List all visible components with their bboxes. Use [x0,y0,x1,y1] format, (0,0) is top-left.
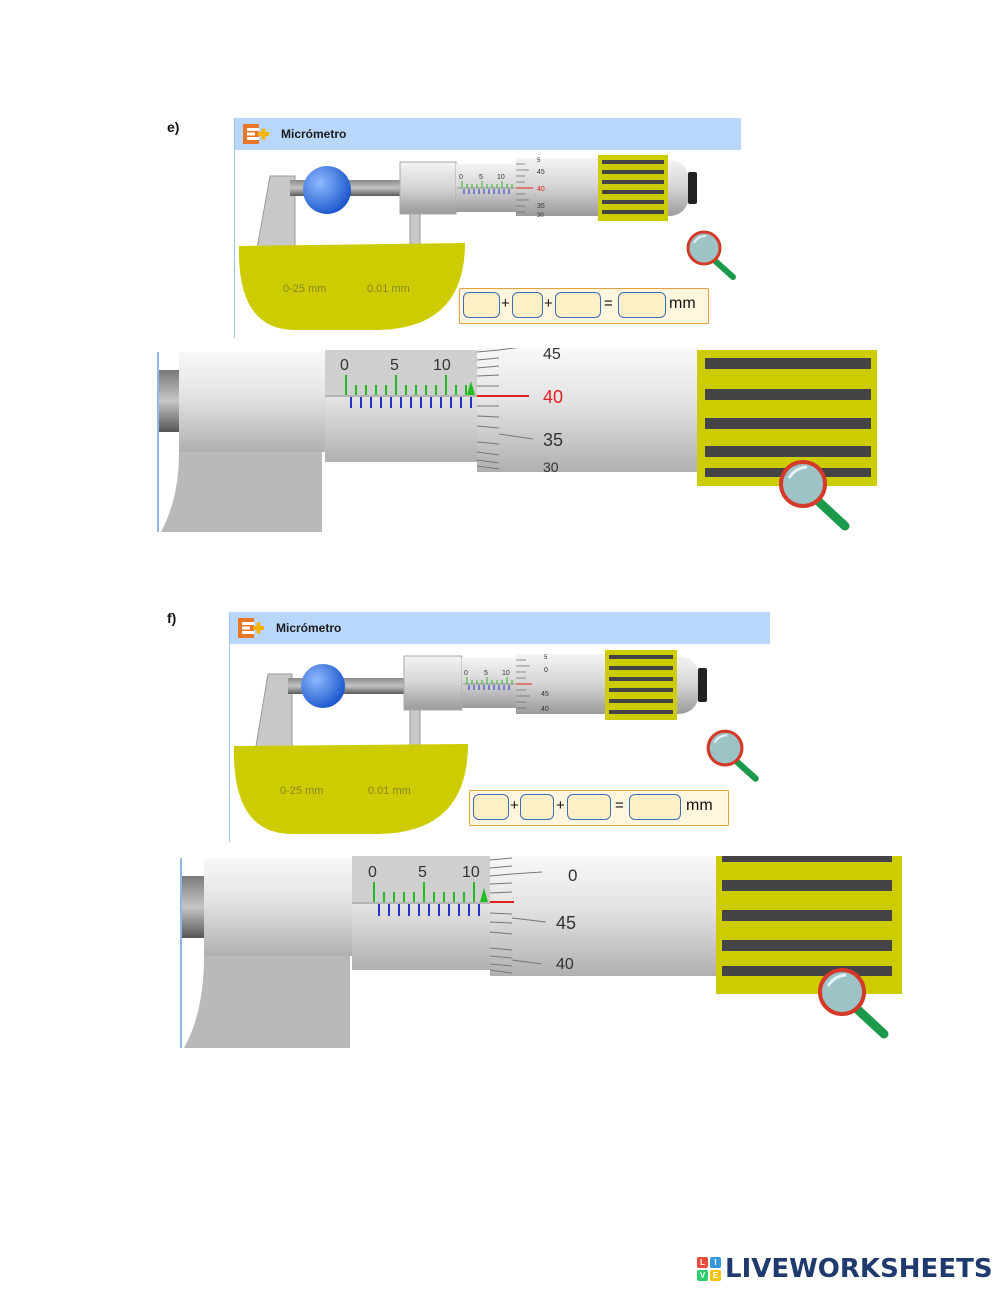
micrometer-panel-e: Micrómetro [234,118,741,338]
magnifier-icon[interactable] [816,966,892,1042]
plus-sign: + [510,797,519,814]
thimble-number: 0 [544,667,548,674]
app-logo-icon [238,618,264,638]
sleeve-number: 0 [459,174,463,181]
resolution-label: 0.01 mm [368,785,411,797]
panel-title-bar: Micrómetro [235,118,741,150]
zoomed-scale-f: 0 5 10 0 45 40 [180,856,902,1048]
logo-block: I [710,1257,721,1268]
thimble-number: 40 [537,186,545,193]
resolution-label: 0.01 mm [367,283,410,295]
sleeve-number: 0 [464,670,468,677]
answer-field-1[interactable] [463,292,500,318]
micrometer-illustration: 0 5 10 5 0 45 40 [233,650,707,834]
answer-field-1[interactable] [473,794,509,820]
answer-field-2[interactable] [512,292,543,318]
app-logo-icon [243,124,269,144]
thimble-number: 45 [556,913,576,933]
range-label: 0-25 mm [280,785,324,797]
panel-title: Micrómetro [281,127,347,141]
thimble-number: 45 [543,348,561,363]
brand-logo-blocks: L I V E [697,1257,721,1281]
equals-sign: = [604,295,613,312]
range-label: 0-25 mm [283,283,327,295]
logo-block: V [697,1270,708,1281]
unit-label: mm [686,797,713,814]
thimble-number: 5 [544,655,548,661]
sleeve-number: 5 [484,670,488,677]
panel-title-bar: Micrómetro [230,612,770,644]
plus-sign: + [544,295,553,312]
plus-sign: + [556,797,565,814]
thimble-number: 30 [543,459,559,475]
sleeve-number: 5 [390,357,399,374]
magnifier-icon[interactable] [705,728,763,786]
sleeve-number: 0 [368,864,377,881]
panel-title: Micrómetro [276,621,342,635]
sleeve-number: 5 [479,174,483,181]
thimble-number: 35 [537,203,545,210]
unit-label: mm [669,295,696,312]
micrometer-panel-f: Micrómetro [229,612,770,842]
logo-block: E [710,1270,721,1281]
zoomed-scale-e: 0 5 10 45 40 35 30 [157,348,877,532]
thimble-number: 45 [541,691,549,698]
answer-field-3[interactable] [567,794,611,820]
thimble-number: 5 [537,158,541,164]
sleeve-number: 10 [462,864,480,881]
thimble-number: 35 [543,430,563,450]
magnifier-icon[interactable] [777,458,853,534]
sleeve-number: 0 [340,357,349,374]
thimble-number: 45 [537,169,545,176]
magnifier-icon[interactable] [685,229,740,284]
logo-block: L [697,1257,708,1268]
micrometer-illustration: 0 5 10 5 45 40 35 30 [238,155,697,330]
thimble-number: 40 [541,706,549,713]
sleeve-number: 10 [497,174,505,181]
answer-box: + + = mm [459,288,709,324]
equals-sign: = [615,797,624,814]
liveworksheets-watermark: L I V E LIVEWORKSHEETS [697,1252,993,1286]
plus-sign: + [501,295,510,312]
answer-box: + + = mm [469,790,729,826]
sleeve-number: 5 [418,864,427,881]
brand-name: LIVEWORKSHEETS [725,1254,993,1284]
exercise-e-label: e) [167,119,180,135]
answer-field-3[interactable] [555,292,601,318]
thimble-number: 0 [568,866,577,885]
thimble-number: 30 [537,213,544,219]
sleeve-number: 10 [502,670,510,677]
answer-result[interactable] [629,794,681,820]
thimble-number: 40 [556,956,574,973]
answer-field-2[interactable] [520,794,554,820]
answer-result[interactable] [618,292,666,318]
exercise-f-label: f) [167,610,177,626]
sleeve-number: 10 [433,357,451,374]
thimble-number: 40 [543,387,563,407]
